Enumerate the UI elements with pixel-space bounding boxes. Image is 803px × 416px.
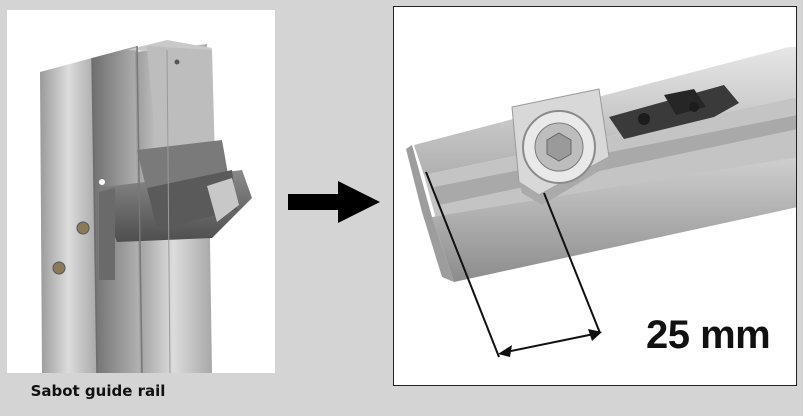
dimension-line xyxy=(505,333,595,353)
post-bracket-illustration xyxy=(40,40,252,373)
arrowhead-right xyxy=(588,329,602,341)
right-arrow-icon xyxy=(288,181,380,223)
photo-caption: Sabot guide rail xyxy=(30,382,166,400)
measurement-label: 25 mm xyxy=(646,313,771,357)
rail-back-wall xyxy=(414,47,796,175)
extension-line-right xyxy=(543,192,601,334)
extension-line-left xyxy=(425,171,500,358)
runner-block xyxy=(609,85,739,139)
rail-front-wall xyxy=(432,157,796,282)
rail-detail-panel: 25 mm xyxy=(393,6,797,386)
arrowhead-left xyxy=(498,345,512,357)
left-post xyxy=(40,58,97,373)
post-bracket-photo xyxy=(7,10,275,373)
guide-rail-illustration xyxy=(406,47,796,358)
